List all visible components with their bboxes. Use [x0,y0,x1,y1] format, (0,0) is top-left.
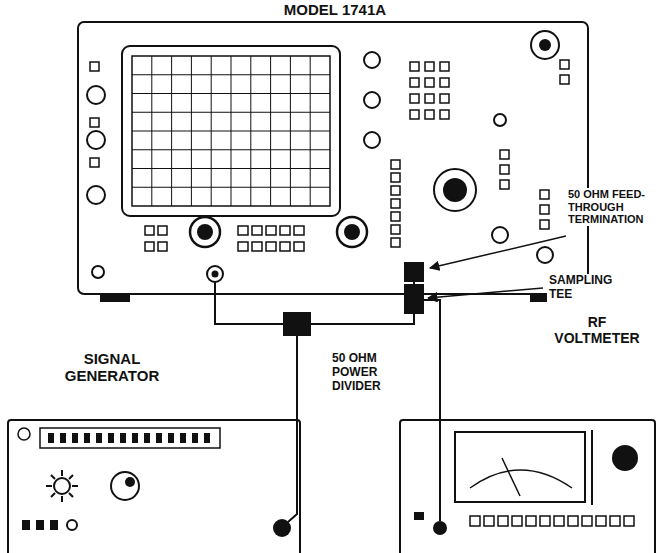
channel-knob [190,217,220,247]
coax-cable [296,336,298,420]
crt-screen [132,56,330,206]
cable [288,420,297,522]
rf-voltmeter-body [400,420,655,553]
device-label: SAMPLING TEE [547,274,631,302]
channel-knob [337,217,367,247]
device-label: SIGNAL GENERATOR [50,350,174,385]
meter-window [455,432,585,502]
oscilloscope-body [78,22,588,294]
coax-cable [311,314,414,324]
channel-knob-center [197,224,213,240]
knob [492,227,508,243]
meter-needle [502,458,520,496]
input-connector [433,521,447,535]
cable [214,282,216,302]
timebase-knob [434,169,476,211]
panel-buttons [22,520,58,530]
oscilloscope: MODEL 1741A [78,22,588,302]
ground-terminal [92,266,104,278]
display-digits [48,433,210,443]
knob [531,31,559,59]
coax-cable [215,302,283,324]
channel-a-input-center [212,271,219,278]
maker-logo [18,428,30,440]
range-buttons [470,516,634,526]
power-switch [414,512,424,520]
knob [537,247,553,263]
meter-scale [470,470,572,488]
knob [612,445,638,471]
leader-line [430,236,566,268]
knob [87,131,105,149]
knob [111,472,139,500]
channel-knob-center [344,224,360,240]
knob [87,186,105,204]
rf-voltmeter: RF VOLTMETER [400,420,655,553]
knob [364,132,380,148]
knob [494,114,506,126]
graticule [132,56,330,206]
knob [364,52,380,68]
power-divider: 50 OHM POWER DIVIDER [283,312,311,336]
signal-generator-body [8,420,300,553]
knob-center [125,477,135,487]
panel-buttons [90,60,569,251]
output-connector [273,519,291,537]
device-label: 50 OHM POWER DIVIDER [330,352,406,393]
device-label: RF VOLTMETER [550,314,644,346]
sampling-tee: SAMPLING TEE [404,284,424,314]
knob [364,92,380,108]
knob [54,478,70,494]
cable [439,420,441,521]
leader-line [428,288,543,298]
timebase-knob-center [443,178,467,202]
feedthrough-termination: 50 OHM FEED-THROUGH TERMINATION [404,262,424,282]
signal-generator: SIGNAL GENERATOR [8,420,300,553]
coax-cable [424,300,440,420]
knob-ticks [46,470,78,502]
device-label: 50 OHM FEED-THROUGH TERMINATION [566,188,656,226]
crt-bezel [122,46,340,216]
frequency-display [40,428,220,448]
knob-center [539,39,551,51]
channel-a-input [207,266,223,282]
oscilloscope-feet [100,294,560,302]
device-label: MODEL 1741A [78,1,592,18]
switch [67,520,77,530]
panel-divider [591,430,593,505]
knob [87,86,105,104]
